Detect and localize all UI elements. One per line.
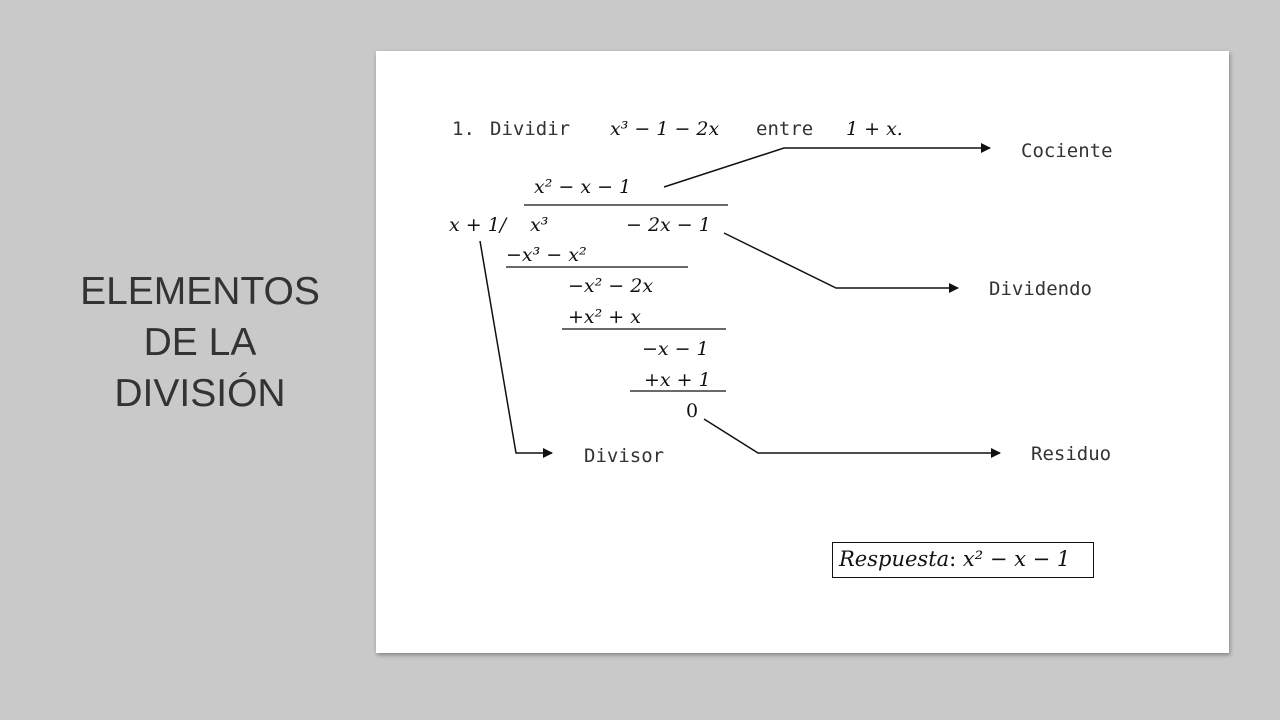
dividend-first-term: x³ bbox=[530, 214, 548, 236]
divisor: x + 1/ bbox=[449, 214, 508, 236]
step2-remainder: −x − 1 bbox=[642, 338, 709, 360]
answer-colon: : bbox=[949, 547, 957, 571]
remainder-value: 0 bbox=[686, 400, 698, 422]
quotient: x² − x − 1 bbox=[534, 176, 631, 198]
label-cociente: Cociente bbox=[1021, 140, 1113, 162]
step2-subtrahend: +x² + x bbox=[568, 306, 641, 328]
answer-box: Respuesta: x² − x − 1 bbox=[832, 542, 1094, 578]
slide-title-line-2: DE LA bbox=[143, 321, 257, 364]
division-diagram: 1. Dividir x³ − 1 − 2x entre 1 + x. x² −… bbox=[449, 118, 1113, 467]
problem-verb: Dividir bbox=[490, 118, 570, 140]
dividend-rest: − 2x − 1 bbox=[626, 214, 711, 236]
arrow-to-residuo bbox=[703, 418, 1001, 458]
answer-label: Respuesta bbox=[839, 547, 950, 571]
problem-connector: entre bbox=[756, 118, 813, 140]
label-dividendo: Dividendo bbox=[989, 278, 1092, 300]
problem-dividend: x³ − 1 − 2x bbox=[610, 118, 720, 140]
label-residuo: Residuo bbox=[1031, 443, 1111, 465]
slide-title-line-1: ELEMENTOS bbox=[80, 270, 320, 313]
problem-number: 1. bbox=[452, 118, 475, 140]
step1-subtrahend: −x³ − x² bbox=[506, 244, 587, 266]
slide-title: ELEMENTOS DE LA DIVISIÓN bbox=[60, 266, 340, 419]
arrow-to-divisor bbox=[479, 240, 553, 458]
answer-expression: x² − x − 1 bbox=[962, 547, 1071, 571]
division-figure: 1. Dividir x³ − 1 − 2x entre 1 + x. x² −… bbox=[376, 51, 1229, 653]
label-divisor: Divisor bbox=[584, 445, 664, 467]
step1-remainder: −x² − 2x bbox=[568, 275, 653, 297]
arrow-to-cociente bbox=[663, 143, 991, 188]
arrow-to-dividendo bbox=[723, 232, 959, 293]
step3-subtrahend: +x + 1 bbox=[644, 369, 711, 391]
slide-title-line-3: DIVISIÓN bbox=[114, 372, 286, 415]
problem-divisor: 1 + x. bbox=[846, 118, 903, 140]
